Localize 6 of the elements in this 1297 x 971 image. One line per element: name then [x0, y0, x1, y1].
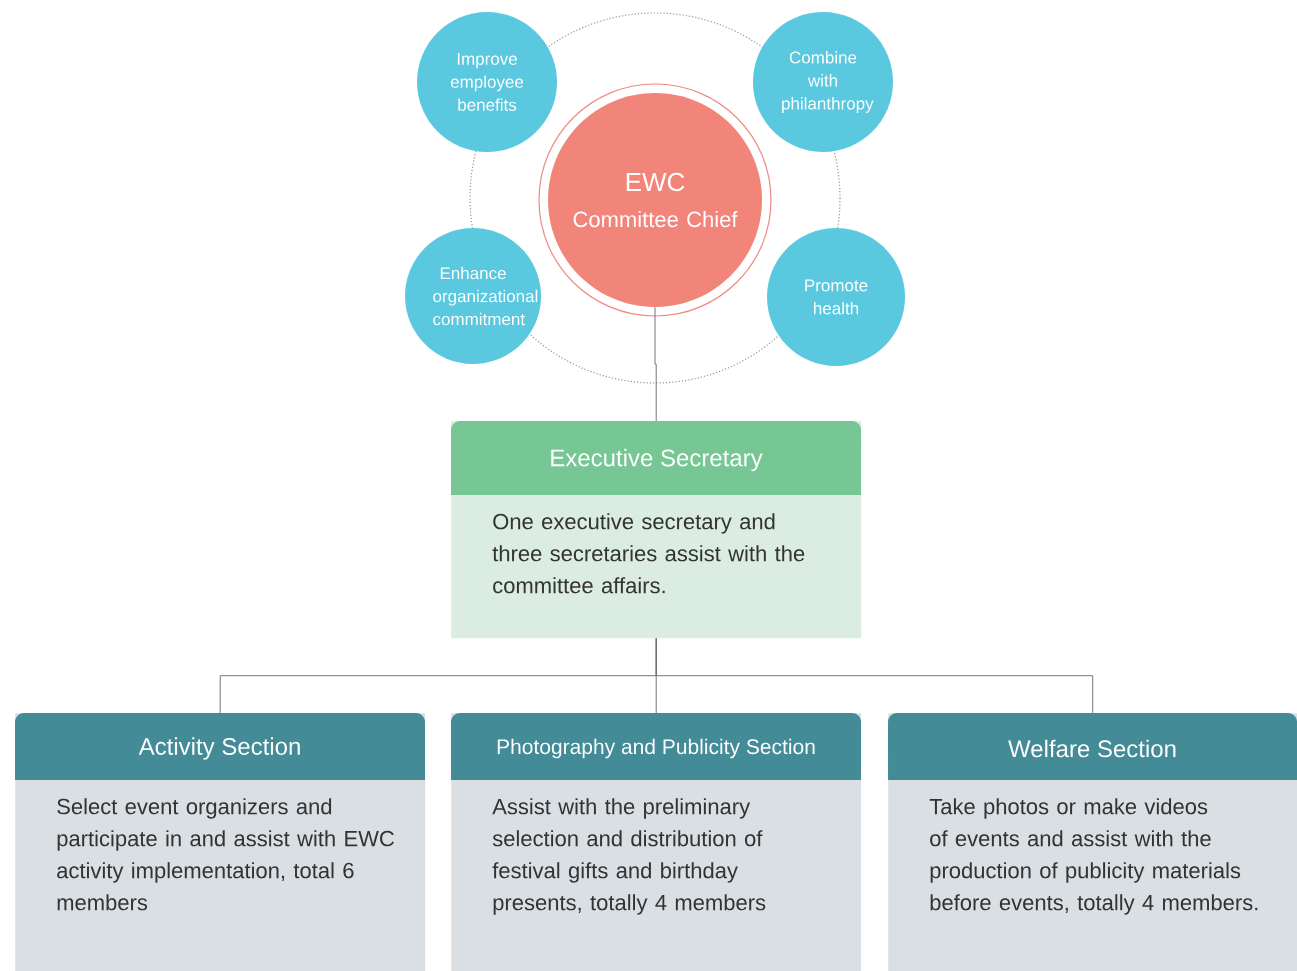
section-box: Welfare Section Take photos or make videos of events and assist with the production of publicity materials before events, totally 4 members.: [888, 713, 1297, 971]
connector-line: [654, 306, 657, 422]
section-box: Executive Secretary One executive secretary and three secretaries assist with the committee affairs.: [451, 421, 862, 639]
section-box: Photography and Publicity Section Assist with the preliminary selection and distribution of festival gifts and birthday presents, totally 4 members: [451, 713, 862, 971]
section-box: Activity Section Select event organizers and participate in and assist with EWC activity implementation, total 6 members: [15, 713, 426, 971]
connector-line: [655, 637, 1094, 714]
